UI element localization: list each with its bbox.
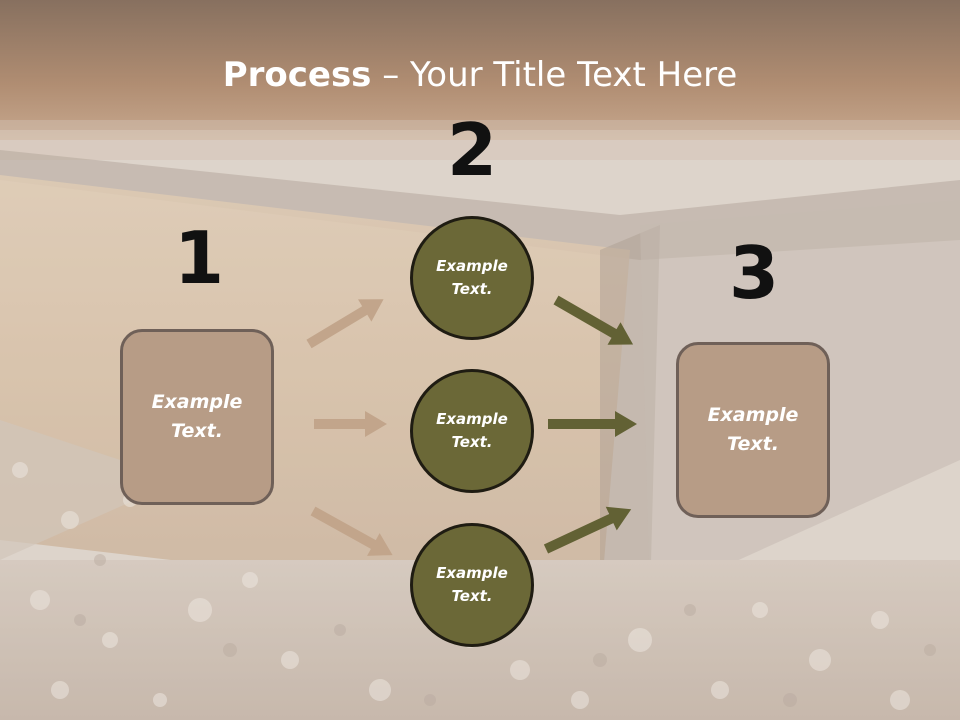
step-number-1: 1: [173, 216, 225, 300]
step2-circle-top: Example Text.: [410, 216, 534, 340]
arrow-step1-to-top: [306, 299, 384, 349]
title-bold: Process: [222, 55, 372, 95]
step2-bottom-text: Example Text.: [436, 564, 508, 605]
arrow-step1-to-bottom: [310, 506, 393, 556]
step2-circle-middle: Example Text.: [410, 369, 534, 493]
title-rest: – Your Title Text Here: [371, 55, 738, 95]
step2-top-text: Example Text.: [436, 257, 508, 298]
arrow-middle-to-step3: [548, 411, 637, 437]
step2-circle-bottom: Example Text.: [410, 523, 534, 647]
step1-text: Example Text.: [151, 391, 243, 442]
step1-box: Example Text.: [120, 329, 274, 505]
slide-title: Process – Your Title Text Here: [0, 50, 960, 100]
step3-text: Example Text.: [707, 404, 799, 455]
step3-box: Example Text.: [676, 342, 830, 518]
step-number-2: 2: [446, 108, 498, 192]
step2-middle-text: Example Text.: [436, 410, 508, 451]
arrow-top-to-step3: [553, 295, 634, 345]
arrow-step1-to-middle: [314, 411, 387, 437]
step-number-3: 3: [728, 231, 780, 315]
arrow-bottom-to-step3: [543, 506, 632, 554]
